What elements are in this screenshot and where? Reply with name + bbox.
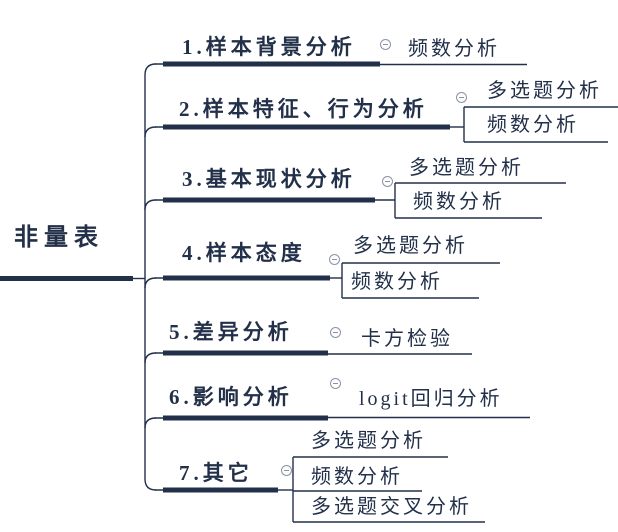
minus-bar: [459, 97, 464, 98]
subtopic[interactable]: 多选题交叉分析: [311, 496, 472, 518]
subtopic[interactable]: logit回归分析: [359, 388, 503, 410]
collapse-toggle-icon[interactable]: [330, 327, 341, 338]
subtopic[interactable]: 多选题分析: [353, 235, 468, 257]
branch-topic-3[interactable]: 3.基本现状分析: [182, 167, 356, 191]
branch-topic-6[interactable]: 6.影响分析: [169, 385, 293, 409]
subtopic[interactable]: 频数分析: [351, 271, 443, 293]
branch-topic-1[interactable]: 1.样本背景分析: [182, 35, 356, 59]
minus-bar: [284, 470, 289, 471]
subtopic[interactable]: 频数分析: [487, 114, 579, 136]
subtopic[interactable]: 多选题分析: [311, 430, 426, 452]
subtopic[interactable]: 多选题分析: [409, 157, 524, 179]
collapse-toggle-icon[interactable]: [382, 176, 393, 187]
minus-bar: [332, 259, 337, 260]
collapse-toggle-icon[interactable]: [456, 92, 467, 103]
subtopic[interactable]: 频数分析: [311, 466, 403, 488]
minus-bar: [333, 332, 338, 333]
minus-bar: [385, 181, 390, 182]
collapse-toggle-icon[interactable]: [330, 378, 341, 389]
collapse-toggle-icon[interactable]: [380, 39, 391, 50]
branch-topic-7[interactable]: 7.其它: [179, 461, 253, 485]
branch-topic-4[interactable]: 4.样本态度: [182, 241, 306, 265]
minus-bar: [333, 383, 338, 384]
collapse-toggle-icon[interactable]: [329, 254, 340, 265]
root-topic[interactable]: 非量表: [14, 225, 104, 251]
collapse-toggle-icon[interactable]: [281, 465, 292, 476]
branch-topic-5[interactable]: 5.差异分析: [169, 320, 293, 344]
branch-topic-2[interactable]: 2.样本特征、行为分析: [179, 97, 428, 121]
subtopic[interactable]: 频数分析: [413, 191, 505, 213]
subtopic[interactable]: 频数分析: [408, 38, 500, 60]
minus-bar: [383, 44, 388, 45]
subtopic[interactable]: 多选题分析: [487, 80, 602, 102]
subtopic[interactable]: 卡方检验: [361, 328, 453, 350]
